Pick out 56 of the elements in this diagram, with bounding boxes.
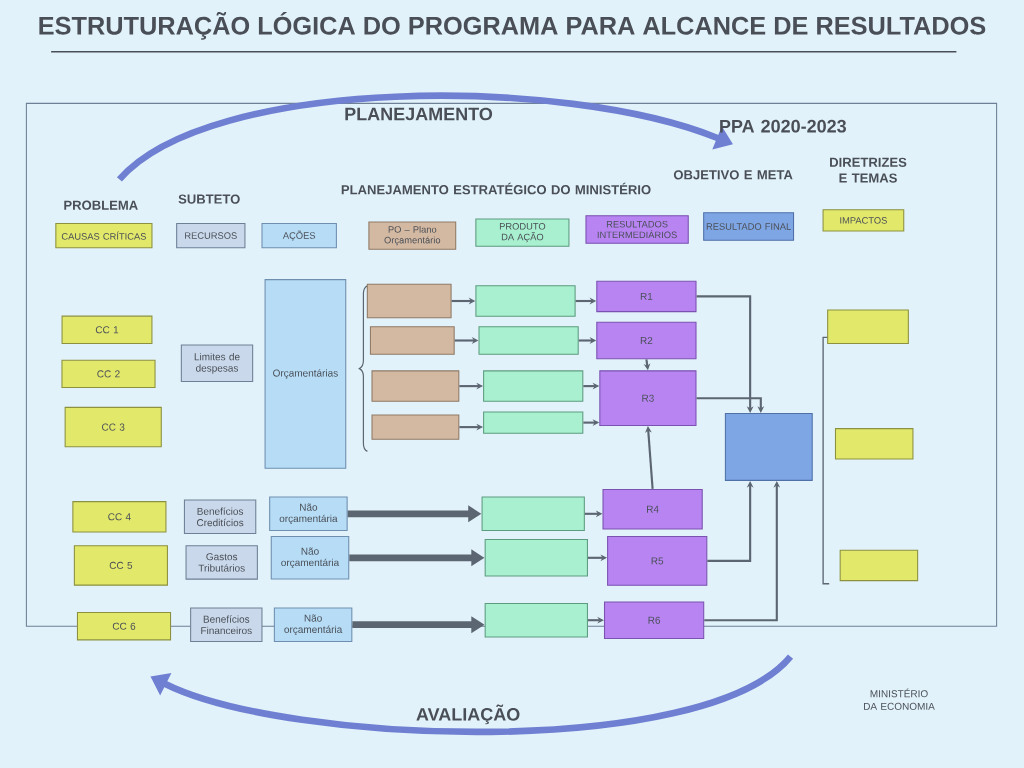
heading-label: MINISTÉRIO DA ECONOMIA [864,688,935,710]
action-box: Orçamentárias [264,279,347,469]
result-box: R1 [596,280,697,313]
empty-box [839,549,919,582]
header-box: AÇÕES [261,222,337,249]
resource-box: Benefícios Creditícios [183,499,257,535]
result-box: R2 [596,321,697,360]
heading-label: DIRETRIZES E TEMAS [830,157,907,183]
cause-box: CC 3 [64,406,162,448]
arrow [645,426,654,489]
empty-box [484,602,588,638]
heading-label: SUBTETO [178,194,240,204]
empty-box [724,412,813,481]
result-box: R6 [603,601,705,639]
header-box: RESULTADOS INTERMEDIÁRIOS [585,215,689,244]
empty-box [827,309,909,345]
empty-box [366,283,452,319]
arrow [696,295,754,413]
cause-box: CC 6 [76,612,172,641]
empty-box [371,414,460,440]
action-box: Não orçamentária [273,607,353,642]
cause-box: CC 5 [73,545,168,586]
cause-box: CC 2 [61,359,156,389]
cause-box: CC 4 [72,501,167,533]
result-box: R5 [607,536,708,586]
resource-box: Benefícios Financeiros [190,607,263,642]
cause-box: CC 1 [61,315,153,344]
empty-box [483,370,584,402]
header-box: PRODUTO DA AÇÃO [475,218,570,247]
heading-label: PPA 2020-2023 [720,119,846,133]
heading-label: PLANEJAMENTO [345,107,493,121]
header-box: PO – Plano Orçamentário [368,221,457,250]
header-box: RESULTADO FINAL [703,212,795,241]
empty-box [371,370,460,402]
empty-box [369,326,455,355]
result-box: R3 [599,370,697,427]
result-box: R4 [602,488,703,530]
empty-box [478,326,579,355]
resource-box: Gastos Tributários [185,545,258,580]
empty-box [483,411,584,434]
heading-label: OBJETIVO E META [673,170,793,180]
resource-box: Limites de despesas [180,344,254,383]
header-box: CAUSAS CRÍTICAS [55,222,153,249]
heading-label: AVALIAÇÃO [416,704,520,725]
header-box: IMPACTOS [822,209,905,232]
empty-box [484,539,588,577]
heading-label: PROBLEMA [64,200,138,210]
header-box: RECURSOS [176,222,246,249]
empty-box [475,285,576,317]
empty-box [481,496,585,532]
empty-box [834,428,914,460]
arrow [696,397,765,413]
heading-label: PLANEJAMENTO ESTRATÉGICO DO MINISTÉRIO [341,182,651,195]
slide-title: ESTRUTURAÇÃO LÓGICA DO PROGRAMA PARA ALCANCE DE RESULTADOS [39,11,986,40]
action-box: Não orçamentária [270,536,350,580]
action-box: Não orçamentária [269,496,348,532]
